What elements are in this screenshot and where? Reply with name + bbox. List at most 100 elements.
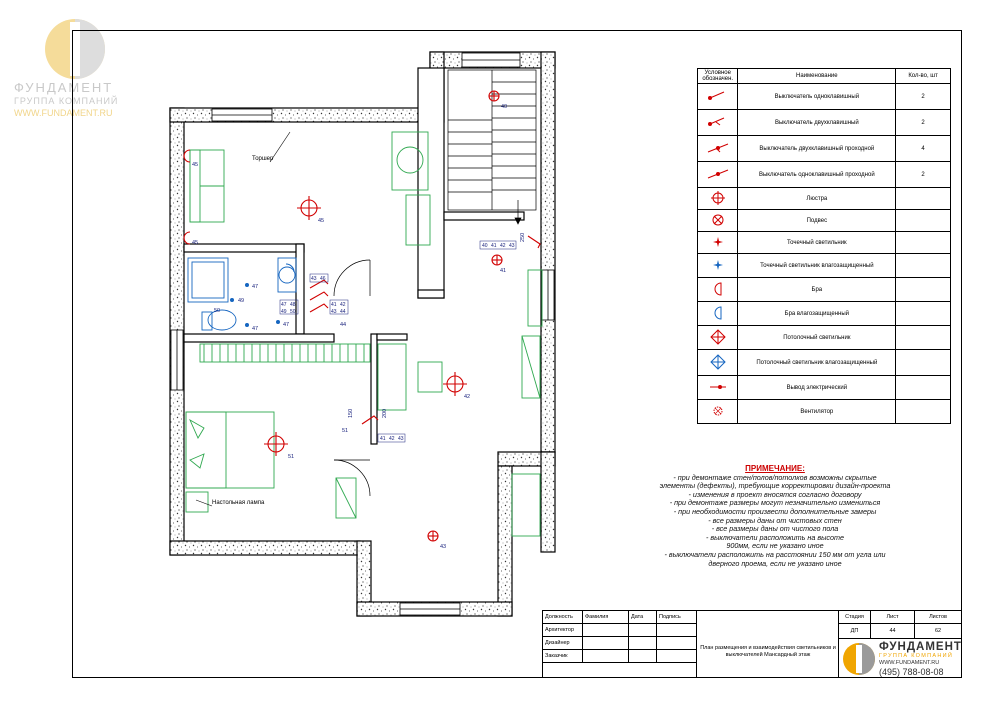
svg-text:47: 47 [281, 302, 287, 308]
note-line: элементы (дефекты), требующие корректиро… [659, 481, 891, 491]
svg-text:46: 46 [320, 276, 326, 282]
bathroom-fixtures [187, 257, 297, 331]
stamp-header-role: Должность [543, 611, 583, 624]
fan-icon [696, 399, 739, 424]
switch-icon [361, 415, 379, 425]
company-name: ФУНДАМЕНТ [14, 80, 114, 95]
svg-text:42: 42 [389, 436, 395, 442]
stamp-header-date: Дата [629, 611, 657, 624]
svg-text:50: 50 [214, 308, 220, 314]
note-line: 900мм, если не указано иное [726, 541, 824, 551]
svg-text:43: 43 [311, 276, 317, 282]
note-line: - все размеры даны от чистовых стен [708, 515, 842, 525]
legend-table: Условное обозначен. Наименование Кол-во,… [696, 68, 951, 424]
svg-text:40: 40 [501, 104, 507, 110]
svg-text:51: 51 [342, 428, 348, 434]
svg-text:51: 51 [288, 454, 294, 460]
spotlight-icon [245, 323, 249, 327]
company-subtitle: ГРУППА КОМПАНИЙ [14, 96, 119, 106]
stamp-sheet: 44 [871, 624, 915, 639]
furniture [185, 131, 543, 537]
chandelier-icon [696, 187, 739, 210]
switch-tag-box: 47 48 49 50 [279, 299, 299, 315]
doors [333, 259, 371, 497]
legend-row: Выключатель двухклавишный проходной 4 [696, 135, 951, 162]
spotlight-icon [276, 320, 280, 324]
svg-text:47: 47 [252, 284, 258, 290]
sconce-icon [696, 277, 739, 302]
switch-double-pass-icon [696, 135, 739, 162]
svg-text:50: 50 [290, 309, 296, 315]
note-line: - все размеры даны от чистого пола [711, 524, 839, 534]
title-block: Должность Фамилия Дата Подпись Архитекто… [542, 610, 962, 678]
legend-row: Потолочный светильник влагозащищенный [696, 349, 951, 376]
svg-text:41: 41 [500, 268, 506, 274]
notes-title: ПРИМЕЧАНИЕ: [745, 464, 805, 473]
ceiling-lamp-icon [488, 90, 500, 102]
spotlight-waterproof-icon [696, 253, 739, 278]
switch-tag-box: 43 46 [309, 273, 329, 283]
legend-row: Вентилятор [696, 399, 951, 424]
svg-text:43: 43 [398, 436, 404, 442]
svg-text:200: 200 [382, 409, 388, 418]
company-logo-stamp: ФУНДАМЕНТ ГРУППА КОМПАНИЙ WWW.FUNDAMENT.… [839, 639, 963, 679]
plan-numbers: 40 45 45 45 41 42 47 47 47 49 50 51 43 4… [192, 104, 526, 550]
stamp-company-phone: (495) 788-08-08 [879, 667, 944, 677]
stamp-company-subtitle: ГРУППА КОМПАНИЙ [879, 653, 954, 659]
chandelier-icon [297, 196, 321, 220]
label-torsher: Торшер [252, 156, 274, 162]
stamp-header-signature: Подпись [657, 611, 697, 624]
legend-row: Люстра [696, 187, 951, 210]
svg-text:48: 48 [290, 302, 296, 308]
svg-text:41: 41 [380, 436, 386, 442]
svg-text:47: 47 [283, 322, 289, 328]
sconce-icon [183, 149, 191, 163]
spotlight-icon [245, 283, 249, 287]
svg-text:47: 47 [252, 326, 258, 332]
windows [170, 52, 555, 616]
spotlight-icon [230, 298, 234, 302]
fundament-logo-icon [45, 19, 105, 79]
note-line: - при демонтаже стен/полов/потолков возм… [673, 472, 877, 482]
svg-text:45: 45 [318, 218, 324, 224]
spotlights [230, 283, 280, 327]
note-line: - при демонтаже размеры могут незначител… [669, 498, 881, 508]
legend-col-name: Наименование [737, 68, 897, 84]
interior-walls [183, 67, 525, 445]
sconce-waterproof-icon [696, 301, 739, 326]
stamp-role-designer: Дизайнер [543, 637, 583, 650]
svg-text:41: 41 [491, 243, 497, 249]
label-table-lamp: Настольная лампа [212, 500, 265, 506]
ceiling-lamp-waterproof-icon [696, 349, 739, 376]
switch-icon [527, 235, 541, 249]
note-line: - выключатели расположить на расстоянии … [664, 549, 886, 559]
drawing-description: План размещения и взаимодействия светиль… [700, 645, 836, 658]
stamp-sheet-label: Лист [871, 611, 915, 624]
stamp-company-url: WWW.FUNDAMENT.RU [879, 660, 940, 666]
svg-text:49: 49 [281, 309, 287, 315]
electric-symbols [183, 90, 541, 542]
svg-text:250: 250 [520, 233, 526, 242]
svg-text:150: 150 [348, 409, 354, 418]
stamp-role-client: Заказчик [543, 650, 583, 663]
chandelier-icon [443, 372, 467, 396]
svg-text:43: 43 [440, 544, 446, 550]
sconce-waterproof-icon [285, 263, 295, 273]
stamp-stage-label: Стадия [839, 611, 871, 624]
legend-row: Бра влагозащищенный [696, 301, 951, 326]
svg-text:45: 45 [192, 162, 198, 168]
note-line: - при необходимости произвести дополните… [673, 506, 877, 516]
notes-block: ПРИМЕЧАНИЕ: - при демонтаже стен/полов/п… [640, 464, 910, 568]
switch-tag-box: 41 42 43 [377, 433, 406, 443]
stamp-company-name: ФУНДАМЕНТ [879, 641, 962, 653]
staircase [447, 69, 537, 225]
legend-row: Точечный светильник влагозащищенный [696, 253, 951, 278]
ceiling-lamp-icon [696, 325, 739, 350]
svg-text:42: 42 [340, 302, 346, 308]
svg-text:40: 40 [482, 243, 488, 249]
switch-tag-box: 41 42 43 44 [329, 299, 349, 315]
sconce-icon [183, 231, 191, 245]
stamp-role-architect: Архитектор [543, 624, 583, 637]
svg-text:49: 49 [238, 298, 244, 304]
